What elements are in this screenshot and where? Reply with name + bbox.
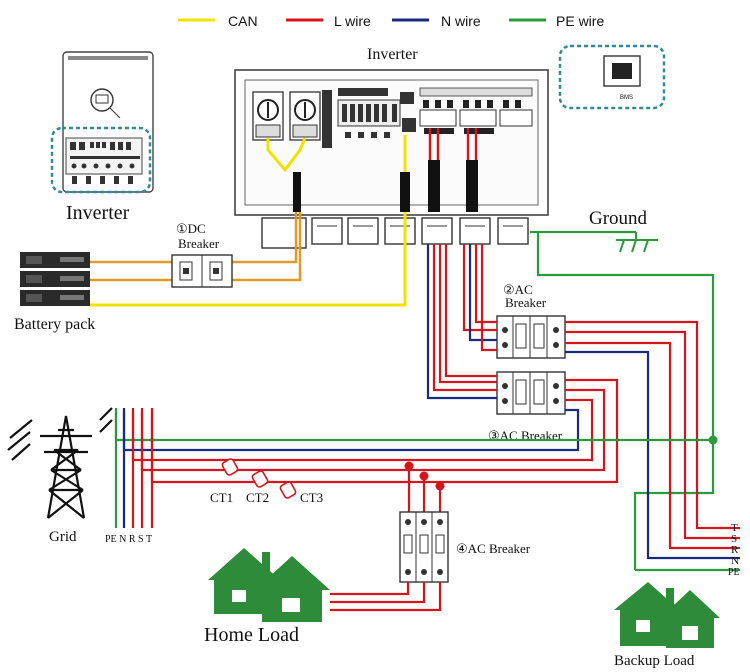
grid-phase-labels: PE N R S T [105, 534, 152, 545]
dc-wires [90, 212, 302, 282]
grid-side-wires [114, 378, 713, 484]
ground-symbol-icon [616, 232, 658, 253]
legend-can-label: CAN [228, 13, 258, 29]
ac-breaker2-number: ②AC [503, 282, 533, 297]
ct2-label: CT2 [246, 490, 269, 505]
backup-load-label: Backup Load [614, 653, 695, 669]
ac-breaker-2 [496, 315, 566, 359]
inverter-thumbnail-label: Inverter [66, 202, 130, 224]
inverter-thumbnail: Inverter [50, 51, 154, 224]
legend-l-label: L wire [334, 13, 371, 29]
backup-phase-labels: T S R N PE [728, 522, 740, 578]
can-wire [90, 212, 407, 307]
legend-pe-label: PE wire [556, 13, 604, 29]
house-icon [208, 548, 330, 622]
ac-breaker-4 [399, 511, 449, 583]
backup-house-icon [614, 582, 720, 648]
ct1-label: CT1 [210, 490, 233, 505]
ac-breaker2-word: Breaker [505, 295, 547, 310]
ct-clamp-icon [221, 458, 297, 499]
battery-pack-label: Battery pack [14, 316, 95, 333]
backup-phase-r: R [731, 544, 739, 556]
dc-terminal-block [252, 90, 332, 148]
backup-phase-t: T [731, 522, 738, 534]
backup-phase-s: S [731, 533, 737, 545]
dc-breaker: ①DC Breaker [171, 221, 233, 288]
pe-junction-dot [708, 435, 718, 445]
ac-breaker4-label: ④AC Breaker [456, 541, 531, 556]
backup-phase-n: N [731, 555, 739, 567]
ct3-label: CT3 [300, 490, 323, 505]
inverter-main-body [234, 69, 549, 249]
inverter-ac-wires [426, 244, 497, 400]
control-board [337, 88, 416, 138]
legend-n-label: N wire [441, 13, 481, 29]
grid-conductors [114, 408, 154, 528]
backup-phase-pe: PE [728, 567, 740, 578]
bms-port-label: BMS [620, 95, 633, 101]
ground-label: Ground [589, 208, 648, 229]
battery-pack: Battery pack [14, 252, 95, 333]
transmission-tower-icon [7, 407, 113, 519]
home-load-label: Home Load [204, 624, 299, 646]
home-load-wires [330, 582, 442, 612]
dc-breaker-number: ①DC [176, 221, 206, 236]
bms-port-callout: BMS [558, 44, 666, 110]
inverter-thumbnail-highlight [50, 126, 152, 194]
grid-label: Grid [49, 529, 77, 545]
inverter-title: Inverter [367, 46, 418, 63]
backup-wires [565, 320, 740, 572]
ct-clamps: CT1 CT2 CT3 [210, 458, 323, 505]
breaker-icon [171, 254, 233, 288]
home-load-taps [407, 466, 442, 515]
battery-icon [20, 252, 90, 306]
legend: CAN L wire N wire PE wire [178, 13, 604, 29]
ac-breaker-3 [496, 371, 566, 415]
dc-breaker-word: Breaker [178, 236, 220, 251]
cable-glands [261, 217, 529, 249]
